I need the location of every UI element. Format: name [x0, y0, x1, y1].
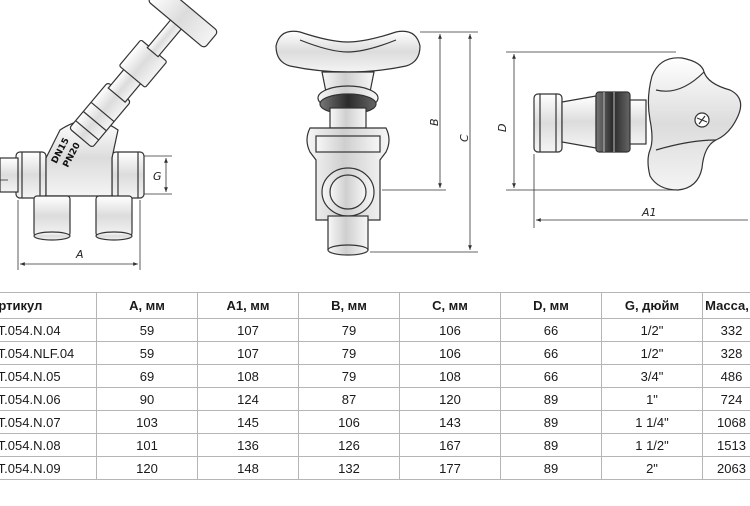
cell-c: 143: [399, 410, 501, 434]
spec-table: Артикул A, мм A1, мм B, мм C, мм D, мм G…: [0, 292, 750, 480]
cell-d: 89: [500, 433, 602, 457]
cell-d: 89: [500, 387, 602, 411]
cell-d: 89: [500, 456, 602, 480]
cell-a: 101: [96, 433, 198, 457]
dimension-label-b: B: [428, 118, 441, 126]
cell-article: VT.054.N.06: [0, 387, 97, 411]
cell-a1: 145: [197, 410, 299, 434]
cell-d: 66: [500, 364, 602, 388]
cell-a: 90: [96, 387, 198, 411]
dimension-d-a1: [506, 51, 748, 228]
cell-a: 120: [96, 456, 198, 480]
cell-b: 132: [298, 456, 400, 480]
cell-d: 66: [500, 318, 602, 342]
cell-mass: 1068: [702, 410, 750, 434]
technical-drawings: DN15 PN20 A G: [0, 0, 748, 270]
cell-d: 89: [500, 410, 602, 434]
cell-g: 1 1/2": [601, 433, 703, 457]
cell-mass: 2063: [702, 456, 750, 480]
cell-c: 106: [399, 318, 501, 342]
dimension-label-g: G: [153, 170, 162, 183]
cell-article: VT.054.N.08: [0, 433, 97, 457]
cell-article: VT.054.N.05: [0, 364, 97, 388]
cell-mass: 1513: [702, 433, 750, 457]
cell-mass: 332: [702, 318, 750, 342]
cell-b: 79: [298, 341, 400, 365]
cell-c: 177: [399, 456, 501, 480]
cell-g: 2": [601, 456, 703, 480]
header-d: D, мм: [500, 292, 602, 319]
dimension-label-d: D: [496, 124, 509, 132]
spec-table-container: Артикул A, мм A1, мм B, мм C, мм D, мм G…: [0, 292, 750, 506]
cell-a1: 107: [197, 318, 299, 342]
cell-a1: 107: [197, 341, 299, 365]
header-mass: Масса, г: [702, 292, 750, 319]
valve-front-view: [275, 30, 421, 256]
cell-b: 87: [298, 387, 400, 411]
dimension-b-c: [370, 31, 478, 253]
cell-article: VT.054.N.07: [0, 410, 97, 434]
header-a1: A1, мм: [197, 292, 299, 319]
cell-g: 1/2": [601, 341, 703, 365]
valve-top-view: [533, 57, 742, 191]
table-header-row: Артикул A, мм A1, мм B, мм C, мм D, мм G…: [0, 292, 750, 319]
cell-g: 1/2": [601, 318, 703, 342]
cell-a1: 148: [197, 456, 299, 480]
cell-a1: 136: [197, 433, 299, 457]
cell-c: 167: [399, 433, 501, 457]
cell-c: 120: [399, 387, 501, 411]
cell-g: 1": [601, 387, 703, 411]
cell-a: 103: [96, 410, 198, 434]
cell-mass: 328: [702, 341, 750, 365]
cell-c: 106: [399, 341, 501, 365]
header-g: G, дюйм: [601, 292, 703, 319]
cell-article: VT.054.NLF.04: [0, 341, 97, 365]
cell-a: 69: [96, 364, 198, 388]
dimension-label-c: C: [458, 134, 471, 142]
cell-b: 79: [298, 318, 400, 342]
cell-c: 108: [399, 364, 501, 388]
cell-d: 66: [500, 341, 602, 365]
cell-a1: 108: [197, 364, 299, 388]
dimension-label-a1: A1: [641, 206, 657, 219]
valve-side-view: [0, 0, 218, 241]
cell-g: 3/4": [601, 364, 703, 388]
dimension-g: [0, 155, 172, 195]
cell-a: 59: [96, 318, 198, 342]
header-c: C, мм: [399, 292, 501, 319]
header-b: B, мм: [298, 292, 400, 319]
cell-b: 106: [298, 410, 400, 434]
cell-a: 59: [96, 341, 198, 365]
cell-g: 1 1/4": [601, 410, 703, 434]
dimension-a: [17, 200, 141, 270]
cell-b: 79: [298, 364, 400, 388]
dimension-label-a: A: [75, 248, 84, 261]
cell-mass: 724: [702, 387, 750, 411]
cell-mass: 486: [702, 364, 750, 388]
cell-article: VT.054.N.04: [0, 318, 97, 342]
cell-a1: 124: [197, 387, 299, 411]
header-article: Артикул: [0, 292, 97, 319]
cell-article: VT.054.N.09: [0, 456, 97, 480]
cell-b: 126: [298, 433, 400, 457]
header-a: A, мм: [96, 292, 198, 319]
